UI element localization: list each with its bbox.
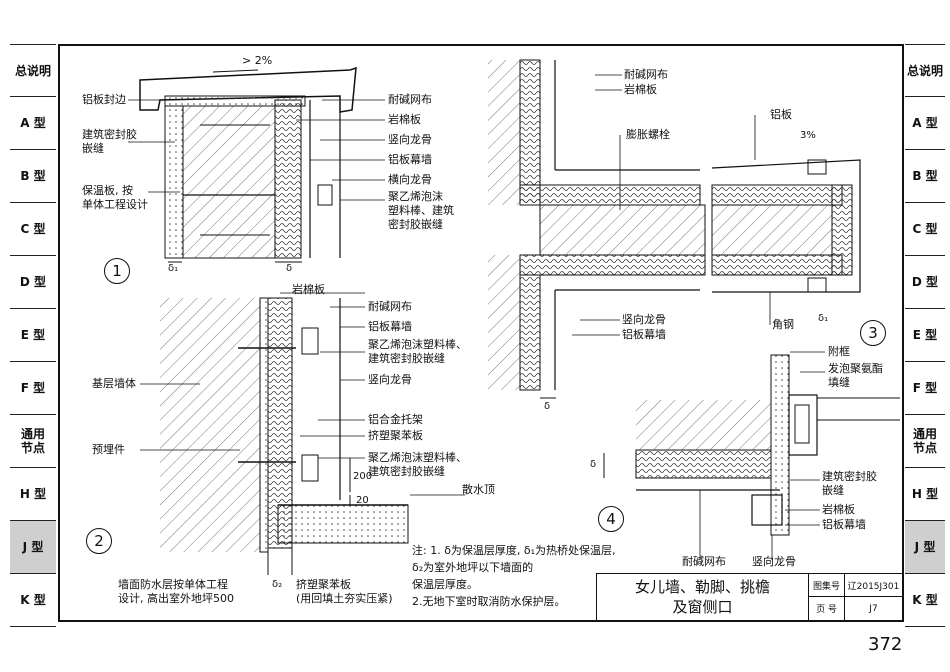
label: 铝板幕墙	[388, 153, 432, 166]
dimension: δ₁	[168, 263, 179, 274]
dimension: δ	[590, 459, 597, 470]
label: 膨胀螺栓	[626, 128, 670, 141]
label: 竖向龙骨	[622, 313, 666, 326]
atlas-value: 辽2015J301	[845, 574, 902, 597]
detail-number-2: 2	[86, 528, 112, 554]
sidebar-tab[interactable]: F 型	[10, 362, 56, 415]
label: 挤塑聚苯板	[368, 429, 423, 442]
drawing-title: 女儿墙、勒脚、挑檐 及窗侧口	[597, 574, 809, 620]
page-number: 372	[868, 634, 903, 655]
sidebar-tab[interactable]: D 型	[10, 256, 56, 309]
sidebar-tab[interactable]: 总说明	[905, 44, 945, 97]
sidebar-tab[interactable]: 通用 节点	[10, 415, 56, 468]
slope-label: 3%	[800, 130, 816, 141]
dimension: δ₂	[272, 579, 283, 590]
label: 角钢	[772, 318, 794, 331]
label: 铝板封边	[82, 93, 126, 106]
detail-1-parapet	[139, 66, 357, 263]
detail-4-window-frame	[603, 354, 900, 536]
sidebar-tab[interactable]: H 型	[10, 468, 56, 521]
label: 岩棉板	[822, 503, 855, 516]
label: 发泡聚氨酯 填缝	[828, 362, 883, 389]
label: 预埋件	[92, 443, 125, 456]
label: 聚乙烯泡沫塑料棒、 建筑密封胶嵌缝	[368, 338, 467, 365]
leader-lines	[128, 74, 825, 560]
label: 耐碱网布	[388, 93, 432, 106]
drawing-frame	[58, 44, 904, 622]
dimension: δ₁	[818, 313, 829, 324]
sidebar-tab[interactable]: B 型	[10, 150, 56, 203]
slope-label: > 2%	[242, 54, 273, 67]
sidebar-tab[interactable]: K 型	[10, 574, 56, 627]
sidebar-tab[interactable]: E 型	[905, 309, 945, 362]
sidebar-tab[interactable]: 总说明	[10, 44, 56, 97]
title-block: 女儿墙、勒脚、挑檐 及窗侧口 图集号 辽2015J301 页 号 J7	[596, 573, 904, 622]
label: 墙面防水层按单体工程 设计, 高出室外地坪500	[118, 578, 234, 605]
sidebar-tab[interactable]: C 型	[905, 203, 945, 256]
label: 铝合金托架	[368, 413, 423, 426]
label: 附框	[828, 345, 850, 358]
label: 聚乙烯泡沫 塑料棒、建筑 密封胶嵌缝	[388, 190, 454, 231]
label: 铝板幕墙	[622, 328, 666, 341]
ground-label: 散水顶	[462, 483, 495, 496]
detail-2-plinth	[160, 297, 409, 575]
sidebar-tab[interactable]: H 型	[905, 468, 945, 521]
dimension: 20	[356, 495, 369, 506]
label: 耐碱网布	[368, 300, 412, 313]
sidebar-tab[interactable]: A 型	[10, 97, 56, 150]
label: 耐碱网布	[682, 555, 726, 568]
sidebar-tab[interactable]: A 型	[905, 97, 945, 150]
detail-3-window-side	[488, 59, 861, 399]
sidebar-tab[interactable]: E 型	[10, 309, 56, 362]
label: 建筑密封胶 嵌缝	[82, 128, 137, 155]
notes: 注: 1. δ为保温层厚度, δ₁为热桥处保温层, δ₂为室外地坪以下墙面的 保…	[412, 544, 616, 608]
detail-number-1: 1	[104, 258, 130, 284]
label: 横向龙骨	[388, 173, 432, 186]
label: 岩棉板	[292, 283, 325, 296]
label: 铝板幕墙	[822, 518, 866, 531]
label: 竖向龙骨	[388, 133, 432, 146]
detail-number-3: 3	[860, 320, 886, 346]
label: 基层墙体	[92, 377, 136, 390]
atlas-label: 图集号	[809, 574, 845, 597]
dimension: 200	[353, 471, 373, 482]
sidebar-tab[interactable]: J 型	[10, 521, 56, 574]
sidebar-tab[interactable]: D 型	[905, 256, 945, 309]
sidebar-tab[interactable]: B 型	[905, 150, 945, 203]
label: 铝板	[770, 108, 792, 121]
label: 耐碱网布	[624, 68, 668, 81]
page-label: 页 号	[809, 597, 845, 620]
sidebar-tab[interactable]: K 型	[905, 574, 945, 627]
label: 建筑密封胶 嵌缝	[822, 470, 877, 497]
label: 聚乙烯泡沫塑料棒、 建筑密封胶嵌缝	[368, 451, 467, 478]
dimension: δ	[544, 401, 551, 412]
detail-number-4: 4	[598, 506, 624, 532]
sidebar-tab[interactable]: F 型	[905, 362, 945, 415]
dimension: δ	[286, 263, 293, 274]
label: 竖向龙骨	[368, 373, 412, 386]
sidebar-tab[interactable]: 通用 节点	[905, 415, 945, 468]
label: 挤塑聚苯板 (用回填土夯实压紧)	[296, 578, 393, 605]
label: 竖向龙骨	[752, 555, 796, 568]
label: 保温板, 按 单体工程设计	[82, 184, 148, 211]
sidebar-tab[interactable]: J 型	[905, 521, 945, 574]
label: 岩棉板	[388, 113, 421, 126]
label: 铝板幕墙	[368, 320, 412, 333]
page-value: J7	[869, 603, 878, 614]
sidebar-tab[interactable]: C 型	[10, 203, 56, 256]
label: 岩棉板	[624, 83, 657, 96]
